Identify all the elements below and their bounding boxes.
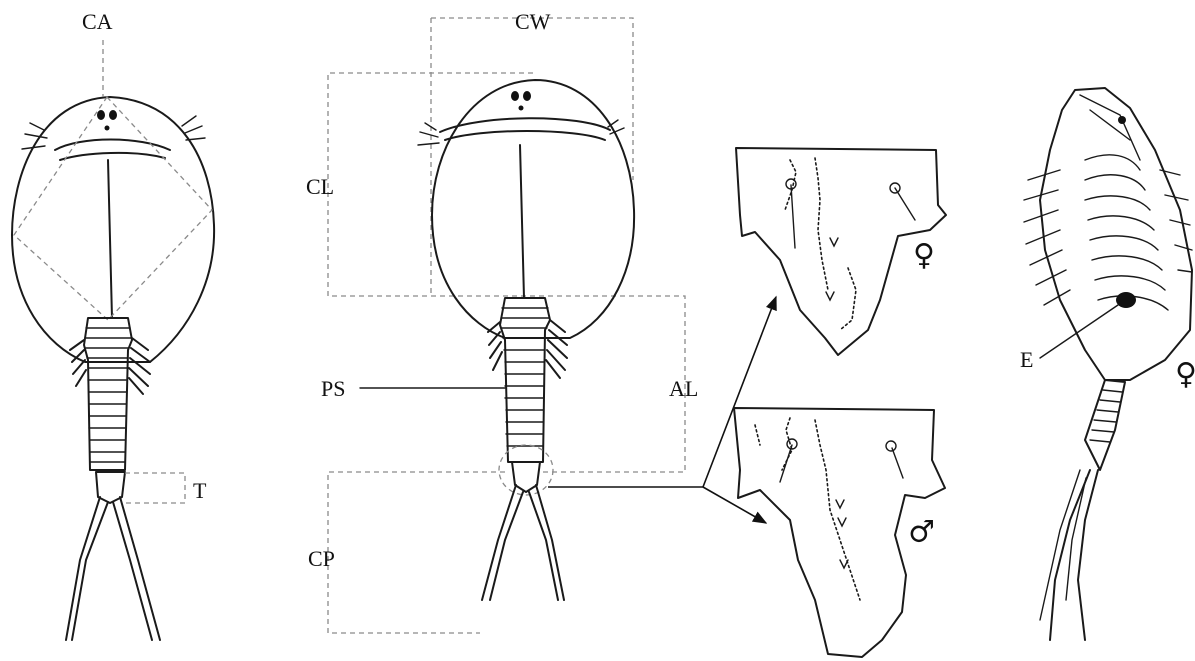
middle-eyes [511,91,531,111]
label-cp: CP [308,546,335,571]
label-cw: CW [515,9,551,34]
middle-abdomen [488,298,567,462]
label-al: AL [669,376,698,401]
left-dorsal-specimen [12,40,214,640]
arrow-to-male-plate [703,487,766,523]
label-ca: CA [82,9,113,34]
label-ps: PS [321,376,345,401]
female-plate-symbol: ♀ [913,238,935,273]
right-lateral-specimen: ♀ [1024,88,1195,640]
left-eyes [97,110,117,131]
female-telson-plate: ♀ [736,148,946,355]
male-plate-symbol: ♂ [908,515,935,550]
left-abdomen [70,318,150,470]
label-cl: CL [306,174,334,199]
male-telson-plate: ♂ [734,408,945,657]
female-lateral-symbol: ♀ [1175,357,1195,392]
middle-dorsal-specimen [328,18,703,633]
egg-sac [1116,292,1136,308]
label-t: T [193,478,207,503]
label-e: E [1020,347,1033,372]
